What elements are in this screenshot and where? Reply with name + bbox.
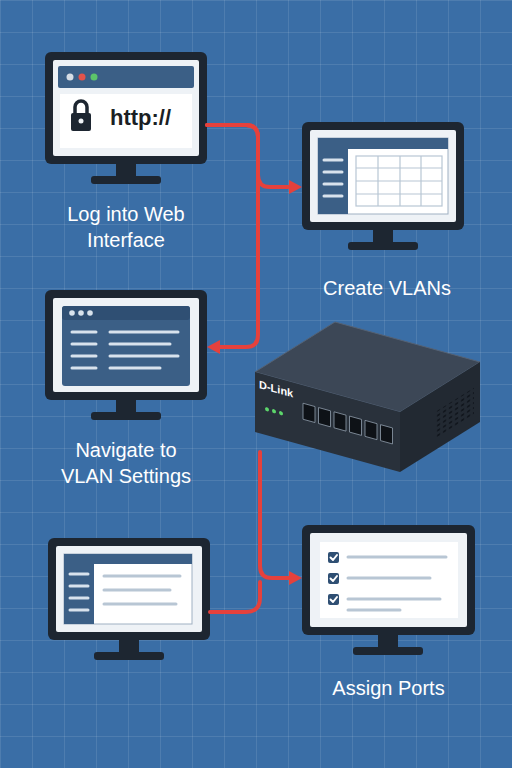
flow-connector <box>260 452 302 585</box>
step-monitor: Log into Web Interface <box>45 52 207 253</box>
step-monitor: Assign Ports <box>302 525 475 701</box>
connector-line <box>260 452 292 578</box>
flow-connector <box>207 125 302 194</box>
step-monitor: Create VLANs <box>302 122 464 301</box>
step-caption: Create VLANs <box>302 275 472 301</box>
step-monitor: Navigate to VLAN Settings <box>45 290 207 489</box>
flow-connector <box>207 125 258 354</box>
switch-device: D-Link <box>255 365 400 452</box>
monitor-settings <box>45 290 207 420</box>
arrow-head <box>289 571 302 585</box>
network-switch <box>255 322 480 472</box>
merge-line <box>210 582 260 612</box>
step-caption: Assign Ports <box>304 675 474 701</box>
monitor-browser <box>45 52 207 184</box>
brand-label: D-Link <box>259 378 293 399</box>
url-text: http:// <box>110 105 171 131</box>
connector-line <box>207 125 258 347</box>
arrow-head <box>289 180 302 194</box>
monitor-checklist <box>302 525 475 655</box>
arrow-head <box>207 340 220 354</box>
monitor-table <box>302 122 464 250</box>
step-caption: Navigate to VLAN Settings <box>56 437 196 489</box>
monitor-sidebar <box>48 538 210 660</box>
connector-line <box>207 125 292 187</box>
step-caption: Log into Web Interface <box>63 201 189 253</box>
